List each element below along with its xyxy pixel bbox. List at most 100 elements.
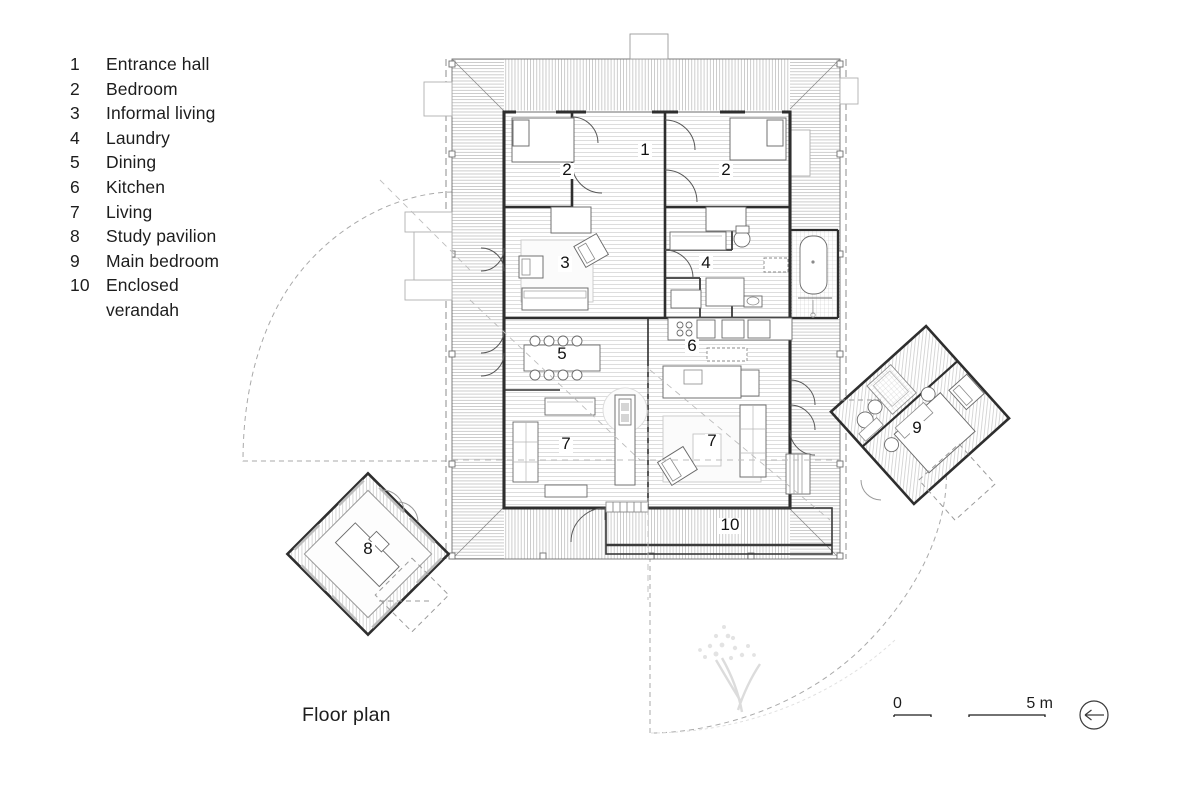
pillow-right (766, 119, 784, 147)
legend-number: 8 (70, 226, 80, 247)
toilet-cistern (735, 225, 750, 234)
legend-label: Main bedroom (106, 250, 220, 271)
main-bedroom-pavilion (829, 324, 1011, 506)
shelf-dashed (763, 257, 789, 273)
room-tag-backdrop (685, 339, 699, 355)
compass-arrow-icon (1079, 700, 1109, 730)
sink-2 (721, 319, 745, 339)
enclosed-verandah (605, 501, 833, 555)
basin (743, 295, 763, 308)
room-tag-backdrop (719, 163, 733, 179)
room-tag-backdrop (559, 437, 573, 453)
legend-label: Entrance hall (106, 54, 210, 74)
legend-item: 1 Entrance hall (70, 52, 370, 77)
legend-label: Bedroom (106, 78, 178, 99)
bedside-left (884, 437, 899, 453)
right-shutter-swing-arc (649, 465, 947, 734)
legend-item: 10 Enclosed (70, 273, 370, 298)
room-tag-6: 6 (687, 336, 696, 355)
room-tag-8: 8 (363, 539, 372, 558)
legend-item: 3 Informal living (70, 101, 370, 126)
study-chair (368, 530, 390, 553)
study-pavilion-extras (374, 489, 450, 633)
island-dashed (706, 347, 748, 362)
living-left-furniture (512, 387, 648, 498)
laundry-sink (670, 289, 702, 309)
legend-number: 7 (70, 201, 80, 222)
site-swing-arcs (242, 191, 947, 734)
informal-living-furniture (518, 232, 610, 311)
legend-item: 6 Kitchen (70, 175, 370, 200)
scale-bar-min-label: 0 (893, 695, 902, 712)
room-tag-backdrop (560, 163, 574, 179)
site-boundary-faint (650, 639, 896, 734)
room-tag-backdrop (558, 256, 572, 272)
appliance (747, 319, 771, 339)
section-grid-lines (379, 179, 840, 600)
room-tag-4: 4 (701, 253, 710, 272)
legend-item: 2 Bedroom (70, 77, 370, 102)
room-tag-9: 9 (912, 418, 921, 437)
room-tag-backdrop (361, 542, 375, 558)
room-tag-backdrop (705, 434, 719, 450)
room-legend: 1 Entrance hall 2 Bedroom 3 Informal liv… (70, 52, 370, 323)
room-tag-backdrop (555, 347, 569, 363)
legend-label: Laundry (106, 127, 170, 148)
legend-label: Kitchen (106, 176, 166, 197)
sideboard-7 (544, 484, 588, 498)
sofa-7a (544, 397, 596, 416)
legend-item: 9 Main bedroom (70, 249, 370, 274)
deck-edge-dashed (445, 59, 847, 559)
armchair-3b (573, 232, 610, 269)
legend-label: Informal living (106, 103, 216, 124)
bedroom-right-furniture (705, 117, 787, 232)
legend-item: 7 Living (70, 200, 370, 225)
legend-label: Enclosed (106, 275, 179, 296)
armchair-7c (656, 445, 698, 487)
room-tag-3: 3 (560, 253, 569, 272)
ensuite-toilet (867, 399, 883, 415)
room-tag-10: 10 (721, 515, 740, 534)
deck-posts (448, 60, 844, 560)
living-right-furniture (656, 365, 811, 495)
legend-label: Living (106, 201, 153, 222)
room-tag-backdrop (719, 518, 741, 534)
pillow-left (512, 119, 530, 147)
legend-number: 10 (70, 275, 90, 296)
roof-projection (629, 33, 669, 60)
legend-item: 5 Dining (70, 150, 370, 175)
scale-bar-max-label: 5 m (1026, 695, 1053, 712)
sofa-7b (512, 421, 539, 483)
laundry-bath-fixtures (669, 225, 832, 318)
room-tag-backdrop (638, 143, 652, 159)
legend-item: 8 Study pavilion (70, 224, 370, 249)
chair-right (740, 369, 760, 397)
wardrobe-left (550, 206, 592, 234)
legend-number: 5 (70, 152, 80, 173)
room-tag-1: 1 (640, 140, 649, 159)
legend-number: 6 (70, 176, 80, 197)
room-tag-2: 2 (562, 160, 571, 179)
tree-planting-sketch (698, 625, 761, 713)
room-tag-backdrop (910, 421, 924, 437)
left-shutter-swing-arc (242, 191, 453, 462)
room-tag-2: 2 (721, 160, 730, 179)
legend-label: Study pavilion (106, 226, 217, 247)
sink-1 (696, 319, 716, 339)
legend-number: 2 (70, 78, 80, 99)
bedroom-armchair (948, 373, 985, 411)
page-title: Floor plan (302, 704, 391, 726)
legend-number: 9 (70, 250, 80, 271)
room-tag-7: 7 (707, 431, 716, 450)
legend-label-continuation: verandah (106, 299, 179, 320)
room-tag-5: 5 (557, 344, 566, 363)
legend-item: 4 Laundry (70, 126, 370, 151)
legend-label: Dining (106, 152, 157, 173)
legend-number: 4 (70, 127, 80, 148)
laundry-bench (669, 231, 727, 251)
bathtub (799, 235, 828, 295)
bedside-right (920, 386, 936, 402)
legend-number: 1 (70, 54, 80, 74)
